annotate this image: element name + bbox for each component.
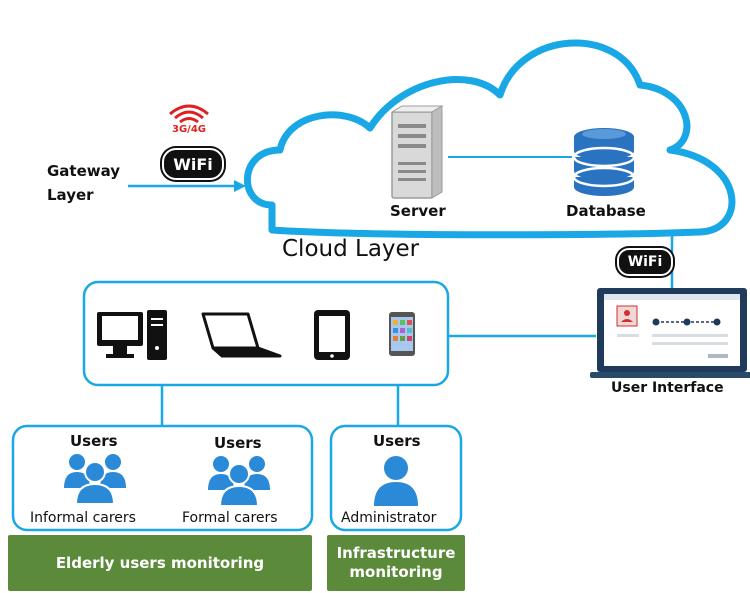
elderly-users-monitoring-button[interactable]: Elderly users monitoring [8, 535, 312, 591]
cloud-shape [244, 39, 736, 239]
infrastructure-monitoring-button[interactable]: Infrastructure monitoring [327, 535, 465, 591]
database-label: Database [566, 202, 646, 220]
formal-carers-caption: Formal carers [182, 510, 278, 526]
gateway-layer-label-line2: Layer [47, 186, 94, 204]
informal-carers-title: Users [70, 432, 118, 450]
database-icon [572, 128, 636, 196]
server-icon [390, 105, 444, 199]
user-interface-laptop-icon [590, 288, 750, 378]
tablet-icon [314, 310, 350, 360]
administrator-user-icon [374, 456, 418, 506]
cellular-signal-icon [169, 104, 209, 124]
administrator-title: Users [373, 432, 421, 450]
formal-carers-users-icon [208, 456, 270, 507]
devices-box [82, 280, 450, 387]
cloud-layer-title: Cloud Layer [282, 236, 420, 262]
infrastructure-monitoring-label-line1: Infrastructure [336, 544, 456, 563]
user-interface-label: User Interface [611, 380, 724, 396]
elderly-users-monitoring-label: Elderly users monitoring [55, 553, 265, 572]
user-interface-wifi-text: WiFi [627, 254, 663, 270]
formal-carers-title: Users [214, 434, 262, 452]
administrator-caption: Administrator [341, 510, 437, 526]
server-label: Server [390, 202, 446, 220]
informal-carers-caption: Informal carers [30, 510, 136, 526]
desktop-computer-icon [97, 310, 167, 360]
laptop-icon [201, 312, 282, 358]
gateway-wifi-text: WiFi [173, 154, 213, 174]
gateway-layer-label-line1: Gateway [47, 162, 121, 180]
gateway-wifi-icon: WiFi [162, 148, 224, 180]
informal-carers-users-icon [64, 454, 126, 505]
user-interface-wifi-icon: WiFi [617, 248, 673, 276]
smartphone-icon [389, 312, 415, 356]
infrastructure-monitoring-label-line2: monitoring [349, 563, 443, 581]
network-badge: 3G/4G [172, 124, 206, 135]
